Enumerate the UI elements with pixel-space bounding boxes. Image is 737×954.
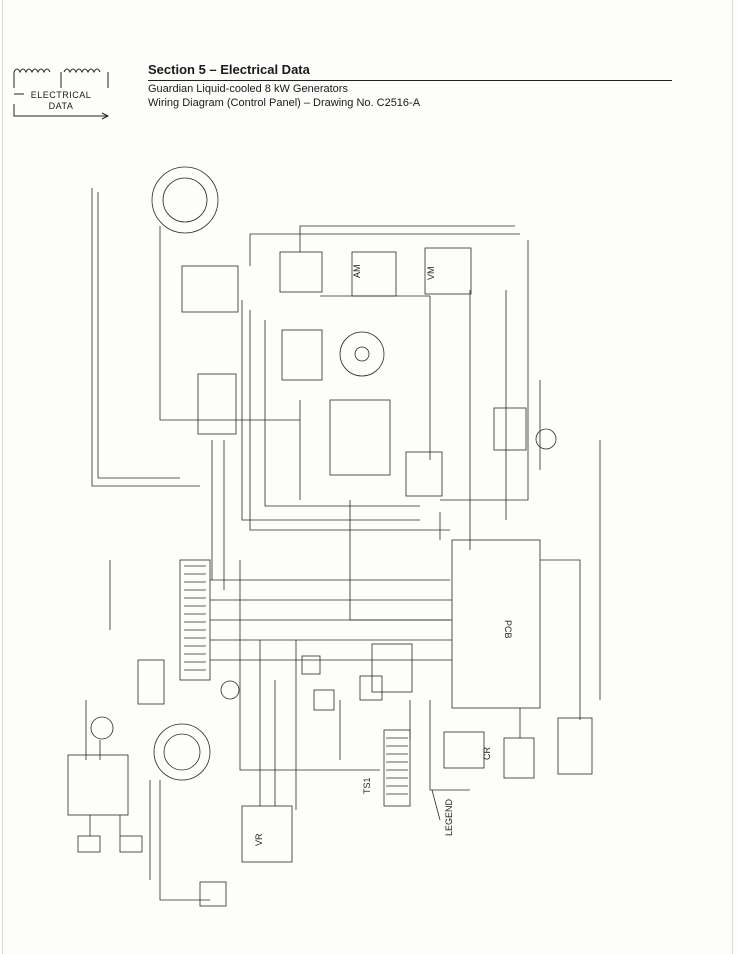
logo-text-data: DATA: [48, 101, 74, 111]
meter-round: [339, 331, 385, 377]
label-am: AM: [352, 265, 362, 279]
logo-text-electrical: ELECTRICAL: [30, 90, 92, 100]
section-logo: ELECTRICAL DATA: [10, 60, 112, 122]
label-vr: VR: [254, 833, 264, 846]
gauge-left: [90, 716, 114, 740]
coil-icon: [13, 68, 110, 120]
meter-vm: [424, 247, 472, 295]
alternator-top: [151, 166, 219, 234]
label-legend: LEGEND: [444, 798, 454, 836]
label-vm: VM: [426, 267, 436, 281]
section-title: Section 5 – Electrical Data: [148, 62, 310, 77]
header-rule: [148, 80, 672, 81]
pcb-board: [451, 539, 541, 709]
page-edge-left: [2, 0, 3, 954]
label-pcb: PCB: [503, 620, 513, 639]
subtitle-drawing: Wiring Diagram (Control Panel) – Drawing…: [148, 97, 421, 109]
label-cr: CR: [482, 747, 492, 760]
relay-block: [281, 329, 323, 381]
subtitle-generators: Guardian Liquid-cooled 8 kW Generators: [148, 83, 348, 95]
page-edge-right: [732, 0, 733, 954]
meter-hz: [279, 251, 323, 293]
alternator-bottom: [153, 723, 211, 781]
terminal-strip-ts1: [383, 729, 411, 807]
voltage-regulator-box: [241, 805, 293, 863]
label-ts1: TS1: [362, 777, 372, 794]
